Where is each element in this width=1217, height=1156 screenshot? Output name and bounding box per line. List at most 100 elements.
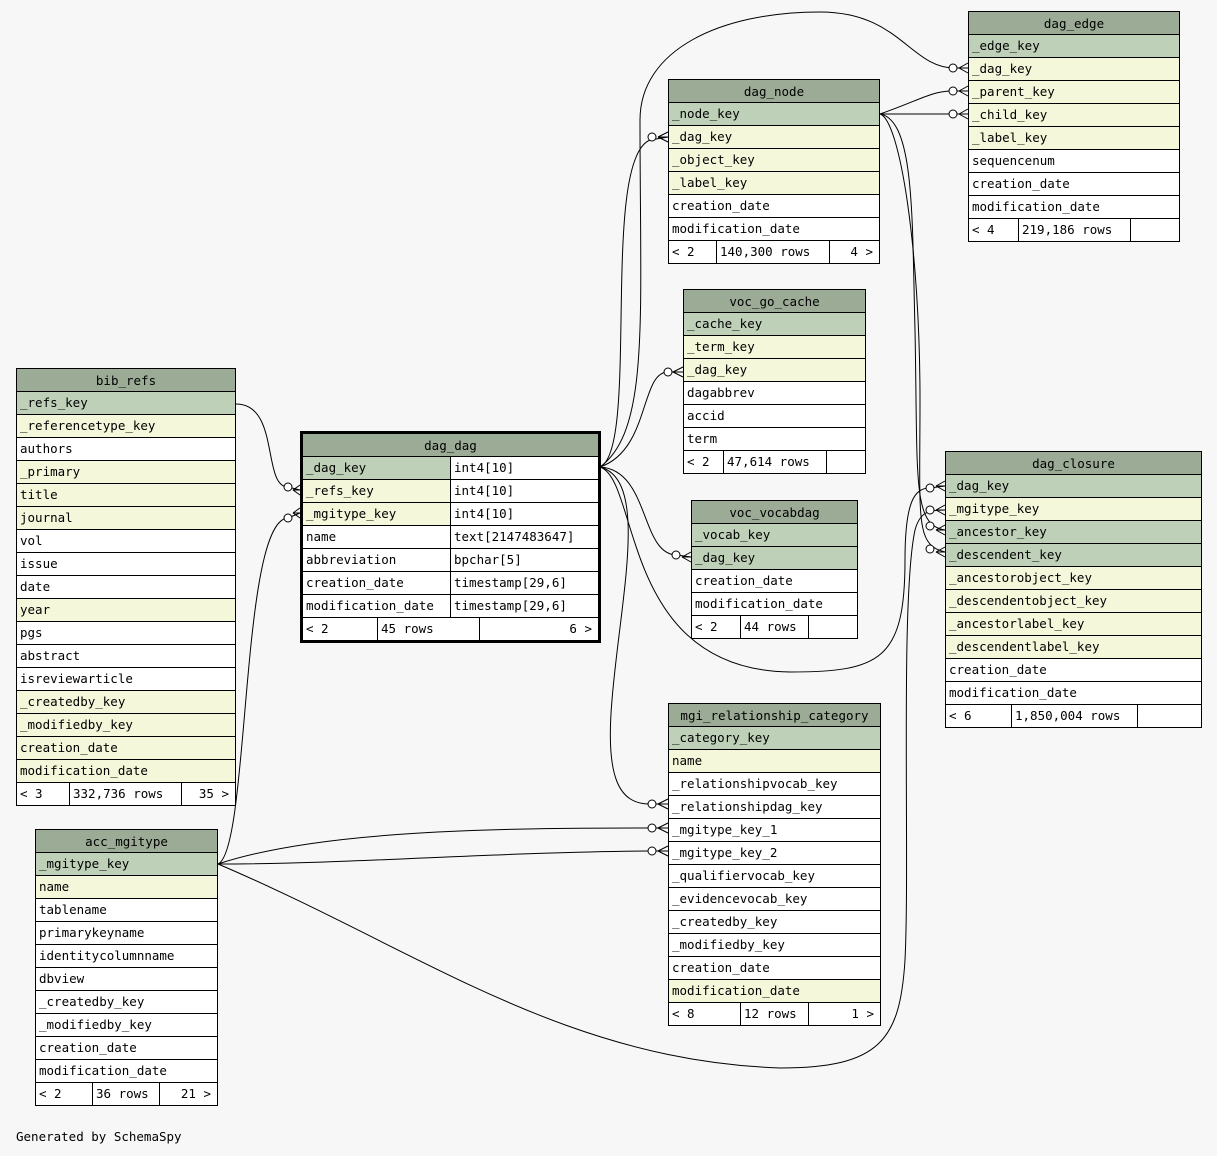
- column-row[interactable]: creation_date: [946, 659, 1201, 682]
- column-row[interactable]: _modifiedby_key: [17, 714, 235, 737]
- table-header[interactable]: dag_dag: [303, 434, 598, 457]
- table-header[interactable]: dag_edge: [969, 12, 1179, 35]
- column-row[interactable]: _category_key: [669, 727, 880, 750]
- table-header[interactable]: voc_vocabdag: [692, 501, 857, 524]
- column-row[interactable]: vol: [17, 530, 235, 553]
- column-row[interactable]: name: [669, 750, 880, 773]
- column-row[interactable]: title: [17, 484, 235, 507]
- column-row[interactable]: _child_key: [969, 104, 1179, 127]
- table-header[interactable]: dag_node: [669, 80, 879, 103]
- parents-count[interactable]: < 2: [669, 241, 717, 263]
- column-row[interactable]: _createdby_key: [17, 691, 235, 714]
- parents-count[interactable]: < 2: [36, 1083, 93, 1105]
- column-row[interactable]: _cache_key: [684, 313, 865, 336]
- children-count[interactable]: [1131, 219, 1179, 241]
- column-row[interactable]: creation_date: [17, 737, 235, 760]
- column-row[interactable]: _modifiedby_key: [669, 934, 880, 957]
- column-row[interactable]: _dag_key: [669, 126, 879, 149]
- column-row[interactable]: _parent_key: [969, 81, 1179, 104]
- parents-count[interactable]: < 4: [969, 219, 1019, 241]
- table-dag-closure[interactable]: dag_closure_dag_key_mgitype_key_ancestor…: [945, 451, 1202, 728]
- column-row[interactable]: _label_key: [969, 127, 1179, 150]
- table-header[interactable]: mgi_relationship_category: [669, 704, 880, 727]
- column-row[interactable]: _modifiedby_key: [36, 1014, 217, 1037]
- column-row[interactable]: _dag_key: [969, 58, 1179, 81]
- column-row[interactable]: _qualifiervocab_key: [669, 865, 880, 888]
- column-row[interactable]: _descendent_key: [946, 544, 1201, 567]
- column-row[interactable]: primarykeyname: [36, 922, 217, 945]
- children-count[interactable]: 35 >: [198, 786, 229, 801]
- column-row[interactable]: _mgitype_key_2: [669, 842, 880, 865]
- table-header[interactable]: dag_closure: [946, 452, 1201, 475]
- column-row[interactable]: creation_date: [969, 173, 1179, 196]
- children-count[interactable]: 4 >: [850, 244, 873, 259]
- parents-count[interactable]: < 3: [17, 783, 70, 805]
- column-row[interactable]: modification_date: [36, 1060, 217, 1083]
- column-row[interactable]: modification_date: [669, 218, 879, 241]
- column-row[interactable]: _term_key: [684, 336, 865, 359]
- column-row[interactable]: name: [36, 876, 217, 899]
- children-count[interactable]: 1 >: [851, 1006, 874, 1021]
- parents-count[interactable]: < 2: [303, 618, 378, 640]
- column-row[interactable]: creation_date: [669, 195, 879, 218]
- column-row[interactable]: _mgitype_key: [36, 853, 217, 876]
- column-row[interactable]: _object_key: [669, 149, 879, 172]
- column-row[interactable]: _node_key: [669, 103, 879, 126]
- column-row[interactable]: _label_key: [669, 172, 879, 195]
- column-row[interactable]: _ancestor_key: [946, 521, 1201, 544]
- column-row[interactable]: identitycolumnname: [36, 945, 217, 968]
- column-row[interactable]: authors: [17, 438, 235, 461]
- column-row[interactable]: tablename: [36, 899, 217, 922]
- column-row[interactable]: term: [684, 428, 865, 451]
- column-row[interactable]: _dag_key: [692, 547, 857, 570]
- parents-count[interactable]: < 2: [692, 616, 741, 638]
- column-row[interactable]: _vocab_key: [692, 524, 857, 547]
- column-row[interactable]: _dag_key: [946, 475, 1201, 498]
- column-row[interactable]: _primary: [17, 461, 235, 484]
- table-dag-node[interactable]: dag_node_node_key_dag_key_object_key_lab…: [668, 79, 880, 264]
- column-row[interactable]: modification_date: [669, 980, 880, 1003]
- column-row[interactable]: creation_date: [669, 957, 880, 980]
- column-row[interactable]: creation_date: [36, 1037, 217, 1060]
- column-row[interactable]: _refs_key: [17, 392, 235, 415]
- parents-count[interactable]: < 6: [946, 705, 1012, 727]
- table-header[interactable]: bib_refs: [17, 369, 235, 392]
- column-row[interactable]: _edge_key: [969, 35, 1179, 58]
- column-row[interactable]: _mgitype_key_1: [669, 819, 880, 842]
- children-count[interactable]: [809, 616, 857, 638]
- column-row[interactable]: _evidencevocab_key: [669, 888, 880, 911]
- column-row[interactable]: _descendentobject_key: [946, 590, 1201, 613]
- children-count[interactable]: [827, 451, 865, 473]
- column-row[interactable]: _ancestorobject_key: [946, 567, 1201, 590]
- column-row[interactable]: _createdby_key: [36, 991, 217, 1014]
- column-row[interactable]: _relationshipdag_key: [669, 796, 880, 819]
- column-row[interactable]: year: [17, 599, 235, 622]
- column-row[interactable]: modification_date: [946, 682, 1201, 705]
- column-row[interactable]: _dag_key: [684, 359, 865, 382]
- column-row[interactable]: dagabbrev: [684, 382, 865, 405]
- column-row[interactable]: _mgitype_key: [946, 498, 1201, 521]
- children-count[interactable]: 6 >: [569, 621, 592, 636]
- parents-count[interactable]: < 2: [684, 451, 724, 473]
- column-row[interactable]: modification_date: [969, 196, 1179, 219]
- table-header[interactable]: voc_go_cache: [684, 290, 865, 313]
- column-row[interactable]: sequencenum: [969, 150, 1179, 173]
- column-row[interactable]: issue: [17, 553, 235, 576]
- children-count[interactable]: 21 >: [180, 1086, 211, 1101]
- column-row[interactable]: dbview: [36, 968, 217, 991]
- column-row[interactable]: creation_date: [692, 570, 857, 593]
- column-row[interactable]: isreviewarticle: [17, 668, 235, 691]
- column-row[interactable]: date: [17, 576, 235, 599]
- table-dag-edge[interactable]: dag_edge_edge_key_dag_key_parent_key_chi…: [968, 11, 1180, 242]
